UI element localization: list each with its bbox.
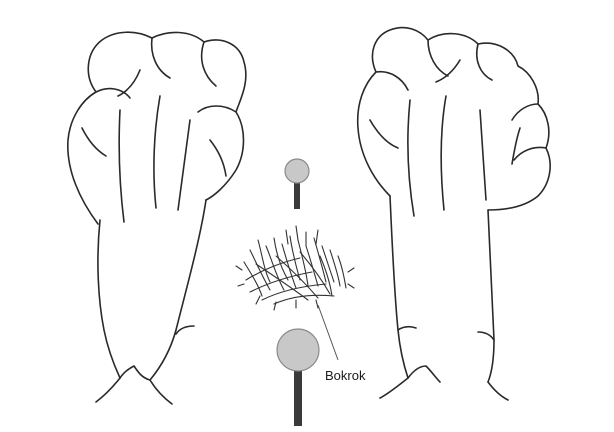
bokrok-label-group: Bokrok — [318, 305, 366, 383]
left-tree-illustration — [68, 32, 246, 404]
large-capsule-illustration — [277, 329, 319, 426]
root-tangle-illustration — [236, 226, 354, 310]
label-leader-line — [318, 305, 338, 360]
bokrok-label: Bokrok — [325, 368, 366, 383]
right-tree-illustration — [358, 28, 550, 400]
small-capsule-illustration — [285, 159, 309, 209]
